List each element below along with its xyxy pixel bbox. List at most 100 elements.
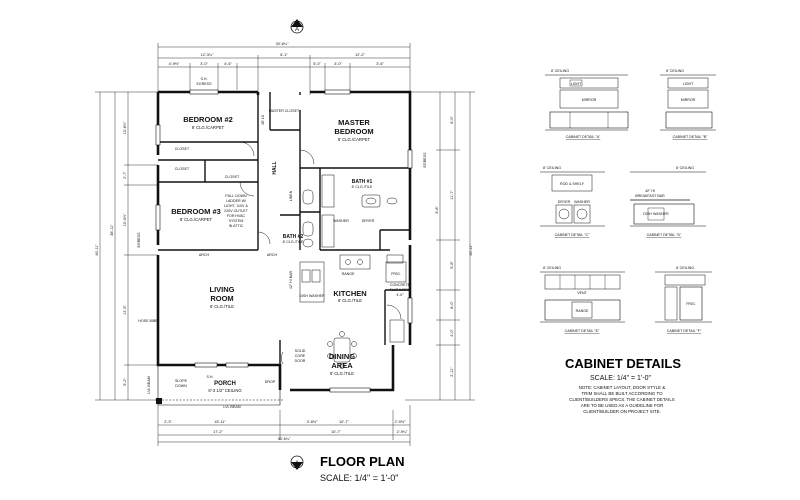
overall-bottom-dimension: 30'-6¼" bbox=[278, 437, 291, 441]
bottom-dimension-2: 10'-7" bbox=[331, 430, 341, 434]
right-dimension-6: 2'-11" bbox=[450, 367, 454, 377]
cabinet-e-range: RANGE bbox=[576, 309, 589, 313]
cabinet-f-label: CABINET DETAIL "F" bbox=[667, 329, 702, 333]
left-dimension-1: 10'-6½" bbox=[123, 121, 127, 134]
bottom-dimension-lines bbox=[157, 405, 411, 446]
room-bath-1: BATH #1 bbox=[352, 179, 373, 185]
room-bedroom-3-finish: 8' CLG./CARPET bbox=[180, 217, 213, 222]
cabinet-b-label: CABINET DETAIL "B" bbox=[673, 135, 708, 139]
fridge-label: FRIG. bbox=[391, 272, 401, 276]
overall-left-dimension: 46'-11" bbox=[95, 244, 99, 256]
cabinet-c-ceiling: 8' CEILING bbox=[543, 166, 561, 170]
drop-label: DROP bbox=[265, 380, 276, 384]
door-note-line-2: CORE bbox=[295, 354, 306, 358]
room-master-bedroom-line1: MASTER bbox=[338, 118, 370, 127]
attic-note-line-7: IN ATTIC bbox=[229, 224, 244, 228]
room-living-line1: LIVING bbox=[209, 285, 234, 294]
room-bath-1-finish: 8' CLG./TILE bbox=[352, 185, 373, 189]
cabinet-d-label: CABINET DETAIL "D" bbox=[647, 233, 683, 237]
windows bbox=[155, 89, 413, 393]
cabinet-detail-f: 8' CEILING FRIG. CABINET DETAIL "F" bbox=[655, 266, 712, 333]
cabinet-note-line-4: ARE TO BE USED AS A GUIDELINE FOR bbox=[581, 403, 664, 408]
cabinet-f-fridge: FRIG. bbox=[686, 302, 696, 306]
cabinet-b-mirror: MIRROR bbox=[681, 98, 696, 102]
attic-note-line-5: FOR HVAC bbox=[227, 214, 246, 218]
door-swings bbox=[239, 141, 402, 365]
top-sub-dimension-6: 3'-6" bbox=[376, 62, 384, 66]
dishwasher-label: DISH WASHER bbox=[299, 294, 325, 298]
top-sub-dimension-1: 4'-9½" bbox=[169, 62, 180, 66]
arch-label-2: ARCH bbox=[267, 253, 278, 257]
section-marker-bottom: A bbox=[290, 455, 304, 470]
overall-top-dimension: 30'-6¼" bbox=[276, 42, 289, 46]
right-dimension-lines bbox=[405, 91, 475, 401]
bottom-sub-dimension-3: 3'-8½" bbox=[307, 420, 318, 424]
top-sub-dimension-2: 3'-0" bbox=[200, 62, 208, 66]
porch-post bbox=[156, 398, 162, 404]
cabinet-details-title: CABINET DETAILS bbox=[565, 356, 681, 371]
right-dimension-3: 5'-8" bbox=[450, 261, 454, 269]
room-kitchen: KITCHEN bbox=[333, 289, 366, 298]
hose-bibb-label: HOSE BIBB bbox=[138, 319, 158, 323]
room-closet-c: CLOSET bbox=[175, 147, 190, 151]
room-bedroom-2: BEDROOM #2 bbox=[183, 115, 233, 124]
porch-outline bbox=[155, 365, 283, 406]
overall-right-dimension: 46'-11" bbox=[469, 244, 473, 256]
right-dimension-2: 11'-7" bbox=[450, 190, 454, 200]
cabinet-detail-e: 8' CEILING VENT RANGE CABINET DETAIL "E" bbox=[540, 266, 625, 333]
kitchen-fixtures bbox=[299, 254, 407, 343]
room-master-bedroom-finish: 8' CLG./CARPET bbox=[338, 137, 371, 142]
cabinet-detail-a: 8' CEILING LIGHT MIRROR CABINET DETAIL "… bbox=[545, 69, 629, 139]
floor-plan: 30'-6¼" 12'-3¼" 6'-1" 12'-2" 4'-9½" 3'-0… bbox=[95, 19, 475, 483]
section-marker-top: A bbox=[290, 19, 304, 34]
bottom-sub-dimension-1: 2'-3" bbox=[164, 420, 172, 424]
top-sub-dimension-5: 3'-0" bbox=[334, 62, 342, 66]
room-bedroom-3: BEDROOM #3 bbox=[171, 207, 221, 216]
left-dimension-3: 10'-0½" bbox=[123, 213, 127, 226]
slope-line-1: SLOPE bbox=[175, 379, 188, 383]
section-marker-bottom-letter: A bbox=[295, 461, 299, 467]
cabinet-detail-d: 8' CEILING 42" HI BREAKFAST BAR DISH WAS… bbox=[630, 166, 706, 237]
dryer-label: DRYER bbox=[362, 219, 375, 223]
cabinet-d-ceiling: 8' CEILING bbox=[676, 166, 694, 170]
cabinet-a-label: CABINET DETAIL "A" bbox=[566, 135, 601, 139]
left-dimension-2: 2'-7" bbox=[123, 171, 127, 179]
top-dimension-1: 12'-3¼" bbox=[201, 53, 214, 57]
dining-table bbox=[327, 331, 357, 369]
cabinet-d-breakfast-bar: BREAKFAST BAR bbox=[635, 194, 665, 198]
door-note-line-3: DOOR bbox=[295, 359, 306, 363]
bottom-sub-dimension-2: 15'-11" bbox=[214, 420, 226, 424]
right-dimension-1: 6'-0" bbox=[450, 116, 454, 124]
top-sub-dimension-3: 4'-6" bbox=[224, 62, 232, 66]
room-hall: HALL bbox=[272, 161, 278, 174]
room-porch: PORCH bbox=[214, 381, 236, 387]
room-dining-line2: AREA bbox=[331, 361, 353, 370]
cabinet-d-bar-height: 42" HI bbox=[645, 189, 655, 193]
lvl-beam-vertical: LVL BEAM bbox=[147, 376, 151, 393]
cabinet-d-dishwasher: DISH WASHER bbox=[643, 212, 669, 216]
room-dining-finish: 8' CLG./TILE bbox=[330, 371, 354, 376]
linen-label: LINEN bbox=[289, 190, 293, 201]
room-dining-line1: DINING bbox=[329, 352, 355, 361]
attic-note-line-1: PULL DOWN bbox=[225, 194, 247, 198]
bar-label: 42" HI BAR bbox=[289, 270, 293, 289]
cabinet-b-light: LIGHT bbox=[683, 82, 694, 86]
room-porch-finish: 8'-3 1/2" CEILING bbox=[208, 388, 241, 393]
attic-note: PULL DOWN LADDER W/ LIGHT, 110V & 220V O… bbox=[224, 194, 248, 228]
top-dimension-2: 6'-1" bbox=[280, 53, 288, 57]
room-living-finish: 8' CLG./TILE bbox=[210, 304, 234, 309]
room-kitchen-finish: 8' CLG./TILE bbox=[338, 298, 362, 303]
cabinet-note-line-3: CLIENT/BUILDERS SPECS. THE CABINET DETAI… bbox=[569, 397, 674, 402]
concrete-line-3: 4'-0" bbox=[396, 293, 404, 297]
top-sub-dimension-4: 5'-0" bbox=[313, 62, 321, 66]
cabinet-note-line-1: NOTE: CABINET LAYOUT, DOOR STYLE & bbox=[579, 385, 666, 390]
room-living-line2: ROOM bbox=[210, 294, 233, 303]
concrete-line-1: CONCRETE bbox=[390, 283, 411, 287]
cabinet-details: 8' CEILING LIGHT MIRROR CABINET DETAIL "… bbox=[540, 69, 716, 414]
washer-label: WASHER bbox=[333, 219, 349, 223]
room-master-bedroom-line2: BEDROOM bbox=[334, 127, 373, 136]
concrete-line-2: FLAT WORK bbox=[390, 288, 411, 292]
top-dimension-3: 12'-2" bbox=[355, 53, 365, 57]
lvl-beam-horizontal: LVL BEAM bbox=[223, 405, 240, 409]
